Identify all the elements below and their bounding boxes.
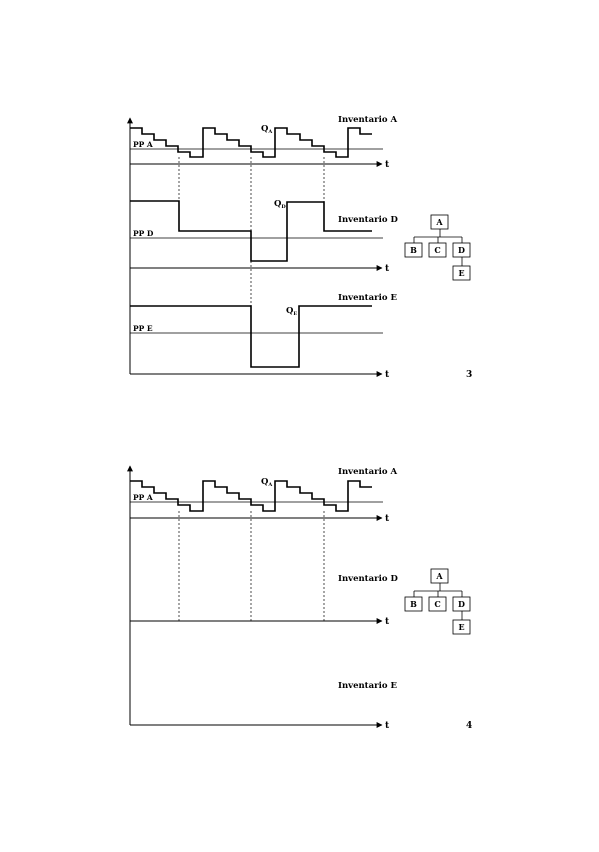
reorder-point-label: PP A [133,140,153,149]
tree-node-box [452,242,471,258]
panel-inventario-a: t PP A Inventario A QA [130,115,397,170]
lot-size-q-label: QD [274,199,286,210]
lot-size-q-label: QA [261,124,272,135]
lot-size-q-label: QA [261,477,272,488]
tree-node-label: C [434,599,440,609]
inventory-step-curve [130,305,372,368]
panel-inventario-d: t PP D Inventario D QD [130,199,398,274]
panel-inventario-e: t Inventario E [130,681,397,731]
tree-node-box [430,568,449,584]
product-structure-tree: A B C D E [404,568,471,635]
panel-title: Inventario E [338,681,397,691]
dashed-guide-lines [178,511,325,621]
tree-node-label: D [458,245,465,255]
reorder-point-label: PP E [133,324,153,333]
tree-node-box [404,596,423,612]
time-axis-label: t [385,514,390,524]
time-axis-label: t [385,617,390,627]
panel-title: Inventario A [338,467,397,477]
tree-node-label: E [458,268,464,278]
figure-4: t PP A Inventario A QA t Inventario D t … [127,465,472,731]
tree-node-label: C [434,245,440,255]
tree-node-box [430,214,449,230]
inventory-step-curve [130,200,372,262]
panel-title: Inventario D [338,215,398,225]
panel-title: Inventario A [338,115,397,125]
panel-title: Inventario E [338,293,397,303]
figure-number: 4 [466,721,472,731]
tree-node-box [452,619,471,635]
tree-node-box [428,242,447,258]
tree-node-box [452,265,471,281]
lot-size-q-label: QE [286,306,297,317]
tree-node-label: A [435,217,443,227]
time-axis-label: t [385,721,390,731]
product-structure-tree: A B C D E [404,214,471,281]
inventory-step-curve [130,127,372,158]
panel-inventario-e: t PP E Inventario E QE [130,293,397,380]
time-axis-label: t [385,160,390,170]
tree-node-label: B [410,245,417,255]
time-axis-label: t [385,264,390,274]
tree-node-label: A [435,571,443,581]
panel-inventario-a: t PP A Inventario A QA [130,467,397,524]
tree-node-box [404,242,423,258]
time-axis-label: t [385,370,390,380]
panel-inventario-d: t Inventario D [130,574,398,627]
tree-node-box [452,596,471,612]
tree-node-label: D [458,599,465,609]
figure-3: t PP A Inventario A QA t PP D Inventario… [127,115,472,380]
tree-node-label: B [410,599,417,609]
tree-node-box [428,596,447,612]
dashed-guide-lines [178,157,325,306]
panel-title: Inventario D [338,574,398,584]
reorder-point-label: PP A [133,493,153,502]
reorder-point-label: PP D [133,229,154,238]
tree-node-label: E [458,622,464,632]
figure-number: 3 [466,370,472,380]
inventory-step-curve [130,480,372,512]
